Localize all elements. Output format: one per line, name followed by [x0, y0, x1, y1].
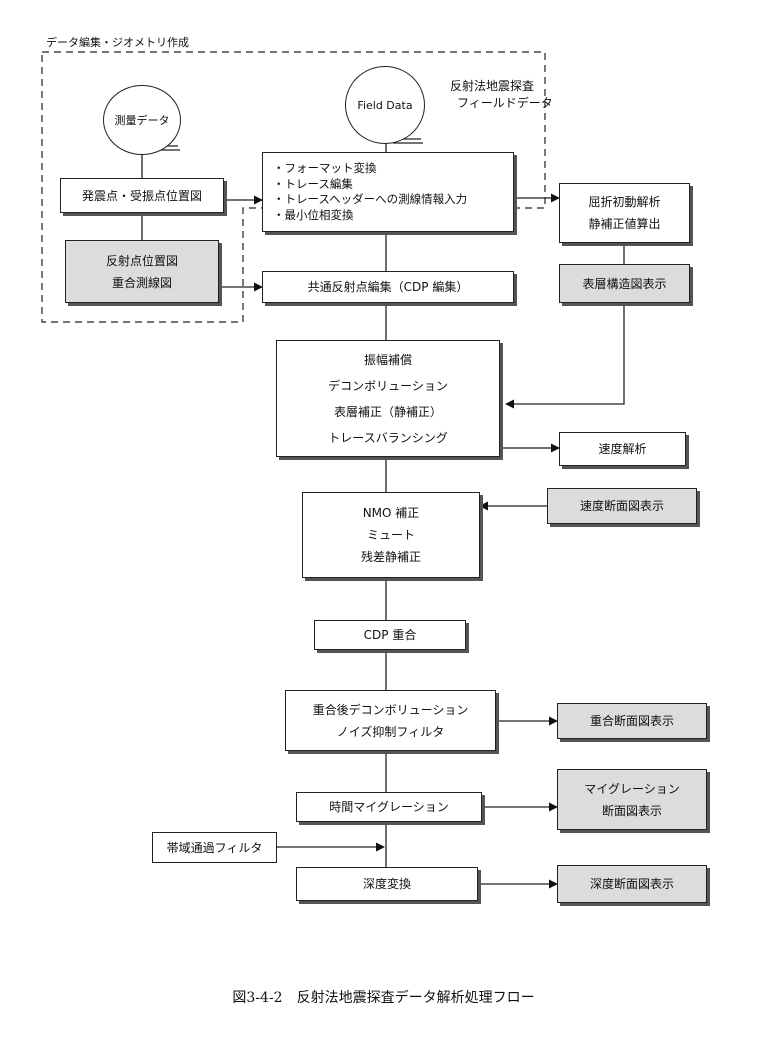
stack-section-box: 重合断面図表示	[557, 703, 707, 739]
depth-section-label: 深度断面図表示	[589, 877, 674, 891]
post-stack-box: 重合後デコンボリューション ノイズ抑制フィルタ	[285, 690, 496, 751]
velocity-section-box: 速度断面図表示	[547, 488, 697, 524]
cdp-edit-label: 共通反射点編集（CDP 編集）	[307, 280, 469, 294]
refraction-label: 屈折初動解析	[588, 195, 661, 209]
reflection-point-label: 反射点位置図	[105, 253, 178, 268]
field-data-note: 反射法地震探査 フィールドデータ	[450, 78, 553, 112]
process-step: 重合後デコンボリューション	[312, 702, 469, 717]
surface-structure-label: 表層構造図表示	[582, 276, 667, 291]
depth-section-box: 深度断面図表示	[557, 865, 707, 903]
cdp-edit-box: 共通反射点編集（CDP 編集）	[262, 271, 514, 303]
process-step: 振幅補償	[363, 352, 412, 367]
nmo-processing-box: NMO 補正 ミュート 残差静補正	[302, 492, 480, 578]
process-step: トレースバランシング	[328, 430, 448, 445]
bandpass-filter-label: 帯域通過フィルタ	[166, 840, 263, 855]
figure-caption: 図3-4-2 反射法地震探査データ解析処理フロー	[232, 990, 535, 1006]
field-data-node: Field Data	[345, 66, 425, 144]
amplitude-processing-box: 振幅補償 デコンボリューション 表層補正（静補正） トレースバランシング	[276, 340, 500, 457]
surface-structure-box: 表層構造図表示	[559, 264, 690, 303]
process-step: 表層補正（静補正）	[333, 404, 442, 419]
source-receiver-label: 発震点・受振点位置図	[81, 188, 202, 203]
stack-line-label: 重合測線図	[111, 275, 172, 290]
process-step: 残差静補正	[360, 550, 421, 564]
field-data-label: Field Data	[357, 98, 413, 112]
section-display-label: 断面図表示	[601, 803, 662, 818]
dashed-region-outline	[41, 51, 546, 323]
format-step: ・トレースヘッダーへの測線情報入力	[273, 192, 468, 206]
velocity-section-label: 速度断面図表示	[579, 499, 664, 513]
reflection-point-box: 反射点位置図 重合測線図	[65, 240, 219, 303]
depth-conversion-box: 深度変換	[296, 867, 478, 901]
process-step: ミュート	[366, 528, 415, 542]
depth-conversion-label: 深度変換	[362, 877, 411, 891]
field-data-note-line: フィールドデータ	[457, 96, 553, 110]
process-step: デコンボリューション	[328, 378, 448, 393]
stack-section-label: 重合断面図表示	[589, 714, 674, 728]
process-step: ノイズ抑制フィルタ	[336, 724, 445, 739]
format-step: ・トレース編集	[273, 176, 353, 191]
format-step: ・最小位相変換	[273, 207, 354, 222]
format-steps-box: ・フォーマット変換 ・トレース編集 ・トレースヘッダーへの測線情報入力 ・最小位…	[262, 152, 514, 232]
cdp-stack-label: CDP 重合	[363, 628, 417, 642]
source-receiver-box: 発震点・受振点位置図	[60, 178, 224, 213]
time-migration-box: 時間マイグレーション	[296, 792, 482, 822]
survey-data-node: 測量データ	[103, 85, 181, 155]
process-step: NMO 補正	[362, 506, 420, 520]
migration-section-box: マイグレーション 断面図表示	[557, 769, 707, 830]
static-correction-label: 静補正値算出	[588, 217, 661, 231]
time-migration-label: 時間マイグレーション	[329, 800, 449, 814]
migration-label: マイグレーション	[584, 781, 680, 796]
cdp-stack-box: CDP 重合	[314, 620, 466, 650]
field-data-note-line: 反射法地震探査	[450, 79, 535, 93]
velocity-analysis-label: 速度解析	[598, 442, 647, 456]
velocity-analysis-box: 速度解析	[559, 432, 686, 466]
format-step: ・フォーマット変換	[273, 161, 377, 175]
bandpass-filter-box: 帯域通過フィルタ	[152, 832, 277, 863]
region-label: データ編集・ジオメトリ作成	[46, 36, 189, 49]
refraction-box: 屈折初動解析 静補正値算出	[559, 183, 690, 243]
survey-data-label: 測量データ	[114, 114, 170, 127]
